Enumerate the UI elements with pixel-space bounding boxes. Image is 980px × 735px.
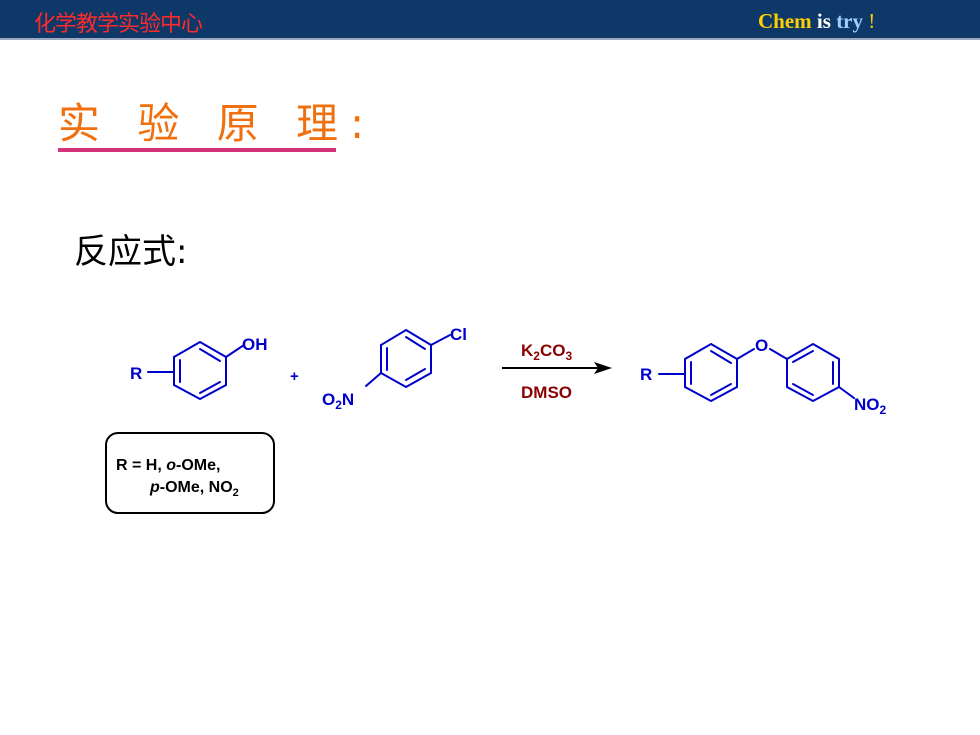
product-no2-label: NO2	[854, 395, 887, 417]
r-group-line2: p-OMe, NO2	[149, 479, 239, 499]
heading-underline	[58, 148, 336, 152]
motto-is: is	[816, 9, 831, 33]
product-inner-bond	[792, 350, 814, 363]
product-diaryl-ether: R O NO2	[640, 336, 887, 417]
reaction-scheme: OH R + Cl O2N K2CO3 DMSO R O NO2	[105, 325, 887, 514]
chloro-no2-label: O2N	[322, 390, 354, 412]
chloro-inner-bond	[405, 368, 426, 381]
motto: Chem is try !	[758, 9, 875, 34]
reagent-label: K2CO3	[521, 341, 572, 363]
chloro-inner-bond	[405, 336, 426, 350]
section-heading: 实 验 原 理:	[58, 99, 377, 148]
chloro-cl-bond	[430, 334, 451, 346]
r-group-frame	[105, 432, 275, 514]
motto-chem: Chem	[758, 9, 812, 33]
chloro-no2-bond	[365, 372, 382, 387]
center-name: 化学教学实验中心	[34, 12, 203, 37]
phenol-ring	[173, 340, 227, 401]
phenol-inner-bond	[199, 348, 221, 362]
phenol-oh-label: OH	[242, 335, 268, 354]
motto-exclamation: !	[868, 9, 876, 33]
product-ring-right	[786, 342, 840, 403]
reaction-arrow: K2CO3 DMSO	[502, 341, 612, 402]
product-inner-bond	[710, 383, 732, 396]
phenol-inner-bond	[199, 381, 221, 394]
motto-try: try	[836, 9, 864, 33]
header-bar: 化学教学实验中心 Chem is try !	[0, 0, 980, 40]
chloro-cl-label: Cl	[450, 325, 467, 344]
product-no2-bond	[838, 386, 855, 399]
product-r-label: R	[640, 365, 652, 384]
product-inner-bond	[792, 383, 814, 396]
product-o-bond-left	[736, 348, 755, 360]
r-group-line1: R = H, o-OMe,	[116, 457, 220, 474]
product-ring-left	[684, 342, 738, 403]
arrow-head	[594, 362, 612, 374]
reaction-subheading: 反应式:	[74, 232, 188, 272]
phenol-oh-bond	[225, 344, 245, 358]
reactant-chloronitrobenzene: Cl O2N	[322, 325, 467, 412]
phenol-r-label: R	[130, 364, 142, 383]
chloro-ring	[380, 328, 432, 389]
plus-sign: +	[290, 368, 299, 385]
reactant-phenol: OH R	[130, 335, 268, 401]
product-o-label: O	[755, 336, 768, 355]
solvent-label: DMSO	[521, 383, 572, 402]
product-inner-bond	[710, 350, 732, 364]
r-group-box: R = H, o-OMe, p-OMe, NO2	[105, 432, 275, 514]
product-o-bond-right	[769, 348, 788, 360]
